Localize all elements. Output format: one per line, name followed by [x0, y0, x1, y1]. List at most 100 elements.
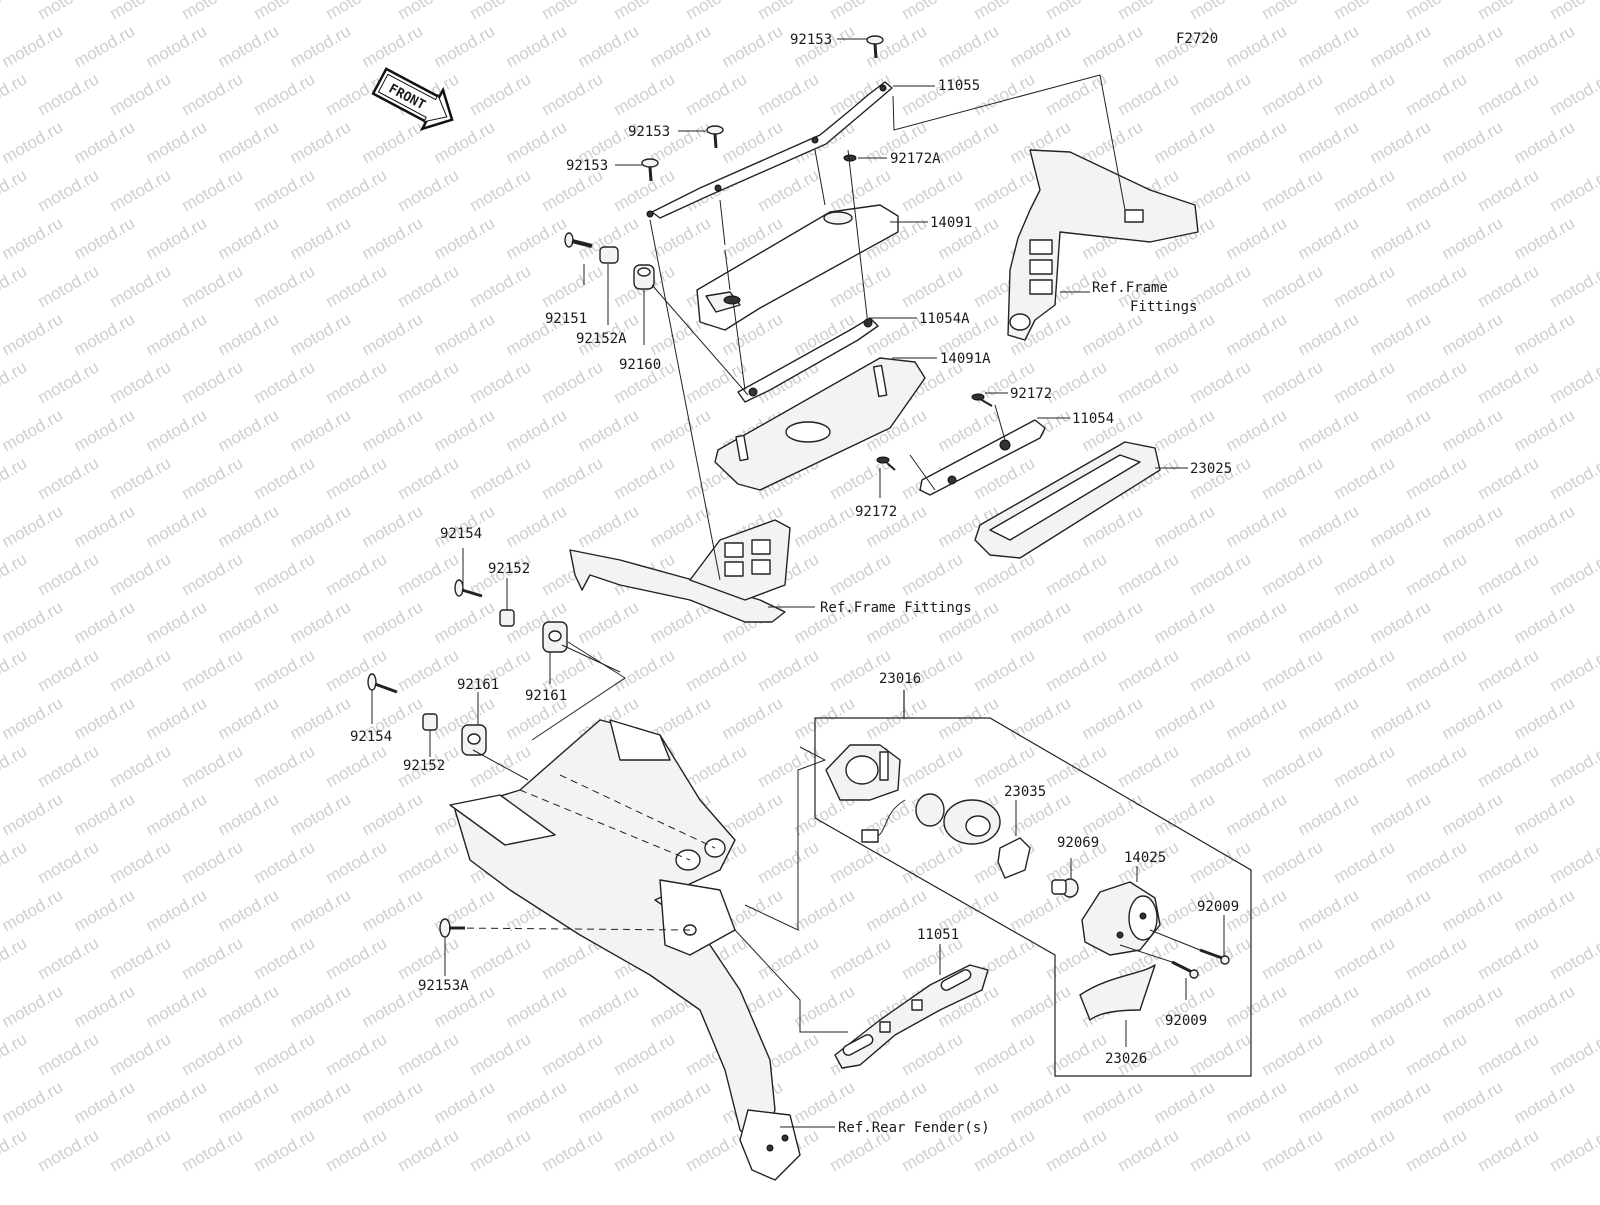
watermark-text: motod.ru — [323, 261, 391, 311]
watermark-text: motod.ru — [1223, 501, 1291, 551]
watermark-text: motod.ru — [215, 21, 283, 71]
watermark-text: motod.ru — [1511, 213, 1579, 263]
watermark-text: motod.ru — [359, 309, 427, 359]
watermark-text: motod.ru — [539, 453, 607, 503]
watermark-text: motod.ru — [107, 453, 175, 503]
watermark-text: motod.ru — [251, 933, 319, 983]
watermark-text: motod.ru — [359, 1077, 427, 1127]
watermark-text: motod.ru — [467, 69, 535, 119]
watermark-text: motod.ru — [431, 21, 499, 71]
watermark-text: motod.ru — [215, 405, 283, 455]
watermark-text: motod.ru — [35, 357, 103, 407]
watermark-text: motod.ru — [1403, 645, 1471, 695]
watermark-text: motod.ru — [611, 1029, 679, 1079]
watermark-text: motod.ru — [143, 597, 211, 647]
watermark-text: motod.ru — [323, 837, 391, 887]
watermark-text: motod.ru — [683, 0, 751, 23]
watermark-text: motod.ru — [1403, 0, 1471, 23]
watermark-text: motod.ru — [215, 1077, 283, 1127]
ref-frame-fittings-top-2: Fittings — [1130, 299, 1197, 315]
watermark-text: motod.ru — [1259, 357, 1327, 407]
watermark-text: motod.ru — [1295, 117, 1363, 167]
watermark-text: motod.ru — [359, 405, 427, 455]
watermark-text: motod.ru — [971, 645, 1039, 695]
watermark-text: motod.ru — [0, 501, 66, 551]
watermark-text: motod.ru — [539, 1125, 607, 1175]
watermark-text: motod.ru — [899, 165, 967, 215]
watermark-text: motod.ru — [647, 405, 715, 455]
watermark-text: motod.ru — [323, 645, 391, 695]
watermark-text: motod.ru — [395, 165, 463, 215]
label-11055: 11055 — [938, 78, 980, 94]
watermark-text: motod.ru — [431, 405, 499, 455]
watermark-text: motod.ru — [1187, 69, 1255, 119]
collar-92152-a — [500, 610, 514, 626]
watermark-text: motod.ru — [503, 501, 571, 551]
watermark-text: motod.ru — [287, 21, 355, 71]
watermark-text: motod.ru — [0, 885, 66, 935]
watermark-text: motod.ru — [1151, 693, 1219, 743]
watermark-text: motod.ru — [0, 309, 66, 359]
watermark-text: motod.ru — [467, 933, 535, 983]
watermark-text: motod.ru — [0, 21, 66, 71]
watermark-text: motod.ru — [35, 933, 103, 983]
watermark-text: motod.ru — [107, 261, 175, 311]
watermark-text: motod.ru — [647, 1077, 715, 1127]
watermark-text: motod.ru — [287, 885, 355, 935]
ref-frame-fittings-mid: Ref.Frame Fittings — [820, 600, 972, 616]
watermark-text: motod.ru — [0, 117, 66, 167]
watermark-text: motod.ru — [1439, 213, 1507, 263]
watermark-text: motod.ru — [287, 981, 355, 1031]
watermark-text: motod.ru — [1439, 405, 1507, 455]
watermark-text: motod.ru — [71, 981, 139, 1031]
label-92153-top: 92153 — [790, 32, 832, 48]
watermark-text: motod.ru — [359, 789, 427, 839]
watermark-text: motod.ru — [1223, 1077, 1291, 1127]
watermark-text: motod.ru — [1547, 165, 1600, 215]
watermark-text: motod.ru — [899, 0, 967, 23]
watermark-text: motod.ru — [323, 1029, 391, 1079]
label-11054: 11054 — [1072, 411, 1114, 427]
watermark-text: motod.ru — [323, 549, 391, 599]
watermark-text: motod.ru — [503, 981, 571, 1031]
watermark-text: motod.ru — [539, 0, 607, 23]
watermark-text: motod.ru — [143, 885, 211, 935]
watermark-text: motod.ru — [1511, 117, 1579, 167]
watermark-text: motod.ru — [1547, 1029, 1600, 1079]
watermark-text: motod.ru — [503, 21, 571, 71]
watermark-text: motod.ru — [287, 501, 355, 551]
watermark-text: motod.ru — [1367, 885, 1435, 935]
watermark-text: motod.ru — [1187, 165, 1255, 215]
label-92152A: 92152A — [576, 331, 627, 347]
watermark-text: motod.ru — [539, 261, 607, 311]
watermark-text: motod.ru — [1547, 261, 1600, 311]
watermark-text: motod.ru — [0, 1029, 30, 1079]
label-14025: 14025 — [1124, 850, 1166, 866]
watermark-text: motod.ru — [827, 933, 895, 983]
watermark-text: motod.ru — [1223, 117, 1291, 167]
screw-92153-b — [707, 126, 723, 148]
watermark-text: motod.ru — [971, 0, 1039, 23]
watermark-text: motod.ru — [755, 0, 823, 23]
watermark-text: motod.ru — [467, 357, 535, 407]
watermark-text: motod.ru — [323, 0, 391, 23]
watermark-text: motod.ru — [1295, 693, 1363, 743]
watermark-text: motod.ru — [251, 549, 319, 599]
watermark-text: motod.ru — [359, 213, 427, 263]
watermark-text: motod.ru — [1403, 741, 1471, 791]
watermark-text: motod.ru — [143, 21, 211, 71]
watermark-text: motod.ru — [1511, 501, 1579, 551]
watermark-text: motod.ru — [1331, 933, 1399, 983]
watermark-text: motod.ru — [611, 1125, 679, 1175]
watermark-text: motod.ru — [395, 1029, 463, 1079]
watermark-text: motod.ru — [827, 0, 895, 23]
watermark-text: motod.ru — [1043, 741, 1111, 791]
watermark-text: motod.ru — [359, 597, 427, 647]
watermark-text: motod.ru — [251, 741, 319, 791]
watermark-text: motod.ru — [1439, 885, 1507, 935]
watermark-text: motod.ru — [179, 0, 247, 23]
watermark-text: motod.ru — [1223, 693, 1291, 743]
label-11051: 11051 — [917, 927, 959, 943]
watermark-text: motod.ru — [1223, 981, 1291, 1031]
